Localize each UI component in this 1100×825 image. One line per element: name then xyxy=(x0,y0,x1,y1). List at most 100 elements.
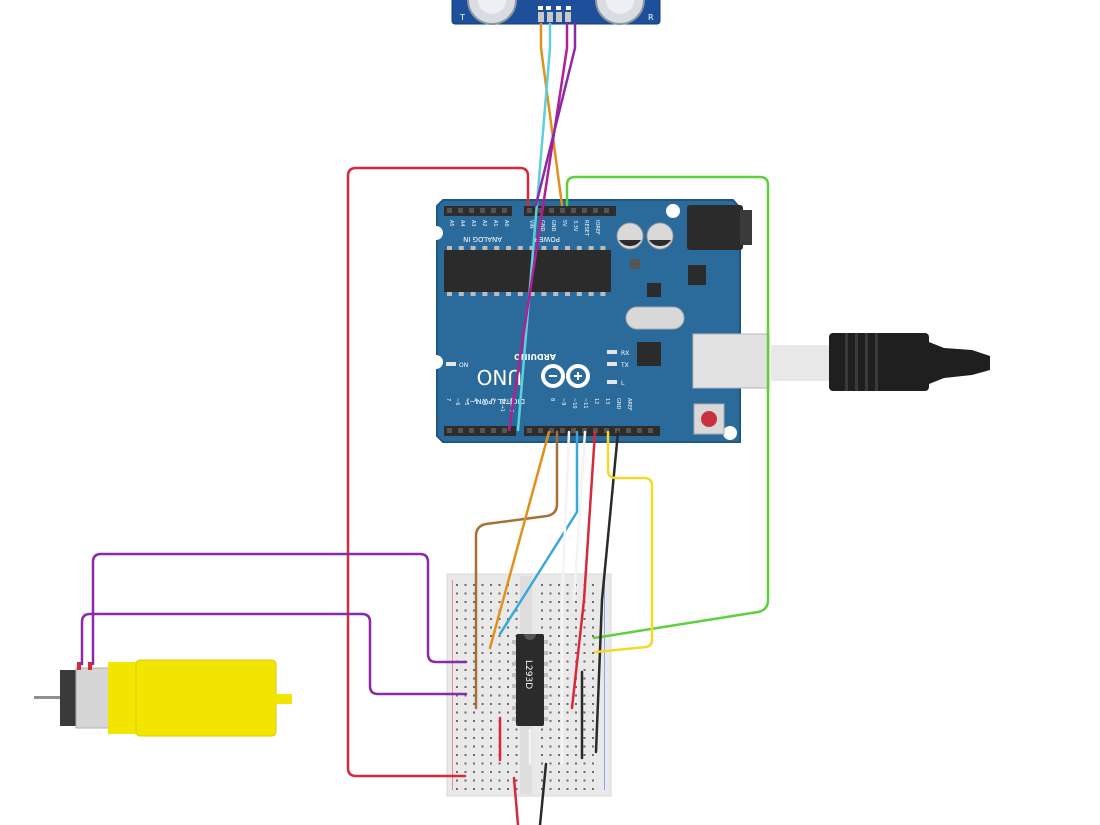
breadboard-hole xyxy=(481,728,484,731)
reset-button[interactable] xyxy=(693,403,725,435)
breadboard-hole xyxy=(464,737,467,739)
chip-leg xyxy=(494,292,500,296)
on-label: ON xyxy=(459,362,468,369)
breadboard-hole xyxy=(592,728,594,731)
digital-pin-label: 7 xyxy=(445,398,451,401)
breadboard-hole xyxy=(549,711,552,714)
breadboard-hole xyxy=(507,660,509,663)
breadboard-hole xyxy=(473,745,475,748)
wire-purple-motor-2[interactable] xyxy=(80,612,468,696)
wire-white-2[interactable] xyxy=(572,430,587,602)
breadboard-hole xyxy=(464,635,467,637)
header-pin-hole xyxy=(527,208,532,213)
arduino-uno-board[interactable]: ANALOG IN POWER ARDUINO xyxy=(429,199,770,443)
breadboard-hole xyxy=(481,762,484,765)
wire-brown[interactable] xyxy=(474,430,559,710)
breadboard-hole xyxy=(507,635,509,637)
breadboard-hole xyxy=(549,737,552,739)
chip-leg xyxy=(517,292,523,296)
breadboard-hole xyxy=(583,754,586,756)
ultrasonic-sensor[interactable]: T R xyxy=(451,0,661,25)
breadboard-hole xyxy=(515,609,518,612)
breadboard-hole xyxy=(490,779,492,782)
wire-black-gnd[interactable] xyxy=(594,430,620,754)
dc-motor[interactable] xyxy=(34,659,292,737)
wire-white-1[interactable] xyxy=(560,430,571,766)
wire-magenta-sensor[interactable] xyxy=(507,22,569,432)
breadboard-hole xyxy=(566,584,569,586)
breadboard-hole xyxy=(473,626,475,629)
breadboard-hole xyxy=(558,737,560,739)
breadboard-hole xyxy=(507,720,509,722)
breadboard-hole xyxy=(592,745,594,748)
header-pin-hole xyxy=(502,208,507,213)
wire-purple-motor-1[interactable] xyxy=(91,552,468,666)
breadboard-hole xyxy=(558,618,560,620)
breadboard-hole xyxy=(507,771,509,773)
breadboard-hole xyxy=(464,762,467,765)
header-pin-hole xyxy=(549,208,554,213)
breadboard-hole xyxy=(481,779,484,782)
breadboard-hole xyxy=(566,703,569,705)
breadboard-hole xyxy=(575,618,577,620)
chip-leg xyxy=(576,292,582,296)
breadboard-hole xyxy=(490,618,492,620)
breadboard-hole xyxy=(583,626,586,629)
wire-orange-sensor[interactable] xyxy=(539,22,564,207)
breadboard-hole xyxy=(583,728,586,731)
wire-yellow[interactable] xyxy=(593,430,654,654)
wire-red-d[interactable] xyxy=(570,430,597,710)
breadboard-hole xyxy=(541,779,543,782)
breadboard-hole xyxy=(464,694,467,697)
usb-port xyxy=(692,333,770,389)
wire-blue[interactable] xyxy=(498,430,579,636)
digital-pin-label: 2 xyxy=(490,398,496,401)
breadboard-hole xyxy=(592,754,594,756)
header-pin-hole xyxy=(593,428,598,433)
header-pin-hole xyxy=(480,428,485,433)
driver-leg xyxy=(512,662,516,666)
breadboard-hole xyxy=(583,720,586,722)
breadboard-hole xyxy=(583,609,586,612)
breadboard-hole xyxy=(481,720,484,722)
chip-leg xyxy=(517,246,523,250)
breadboard-hole xyxy=(507,754,509,756)
wire-red-power[interactable] xyxy=(346,166,530,778)
breadboard-hole xyxy=(498,669,501,671)
driver-leg xyxy=(544,717,548,721)
breadboard-hole xyxy=(592,601,594,603)
power-pin-label: GND xyxy=(539,220,545,232)
breadboard-hole xyxy=(558,694,560,697)
breadboard-hole xyxy=(558,686,560,688)
header-pin-hole xyxy=(458,208,463,213)
jumper-red-2[interactable] xyxy=(512,776,520,825)
breadboard-hole xyxy=(490,703,492,705)
chip-leg xyxy=(600,246,606,250)
l293d-driver-chip[interactable]: L293D xyxy=(512,634,548,726)
breadboard-hole xyxy=(592,771,594,773)
power-header-label: POWER xyxy=(534,235,560,243)
breadboard-hole xyxy=(549,720,552,722)
header-pin-hole xyxy=(502,428,507,433)
breadboard-hole xyxy=(498,652,501,654)
jumper-black[interactable] xyxy=(538,762,548,825)
breadboard-hole xyxy=(549,788,552,790)
breadboard-hole xyxy=(490,592,492,595)
chip-leg xyxy=(447,292,452,296)
breadboard-hole xyxy=(515,626,518,629)
chip-leg xyxy=(553,292,559,296)
breadboard-hole xyxy=(473,762,475,765)
breadboard-hole xyxy=(473,788,475,790)
breadboard-hole xyxy=(464,618,467,620)
breadboard-hole xyxy=(575,694,577,697)
l-label: L xyxy=(621,380,625,387)
breadboard-hole xyxy=(575,601,577,603)
status-leds xyxy=(446,350,617,384)
wire-purple-sensor[interactable] xyxy=(534,22,577,207)
breadboard-hole xyxy=(490,669,492,671)
breadboard-hole xyxy=(558,788,560,790)
breadboard-hole xyxy=(541,609,543,612)
breadboard-hole xyxy=(456,779,458,782)
wire-orange-d[interactable] xyxy=(488,430,551,650)
wire-green[interactable] xyxy=(565,175,770,640)
